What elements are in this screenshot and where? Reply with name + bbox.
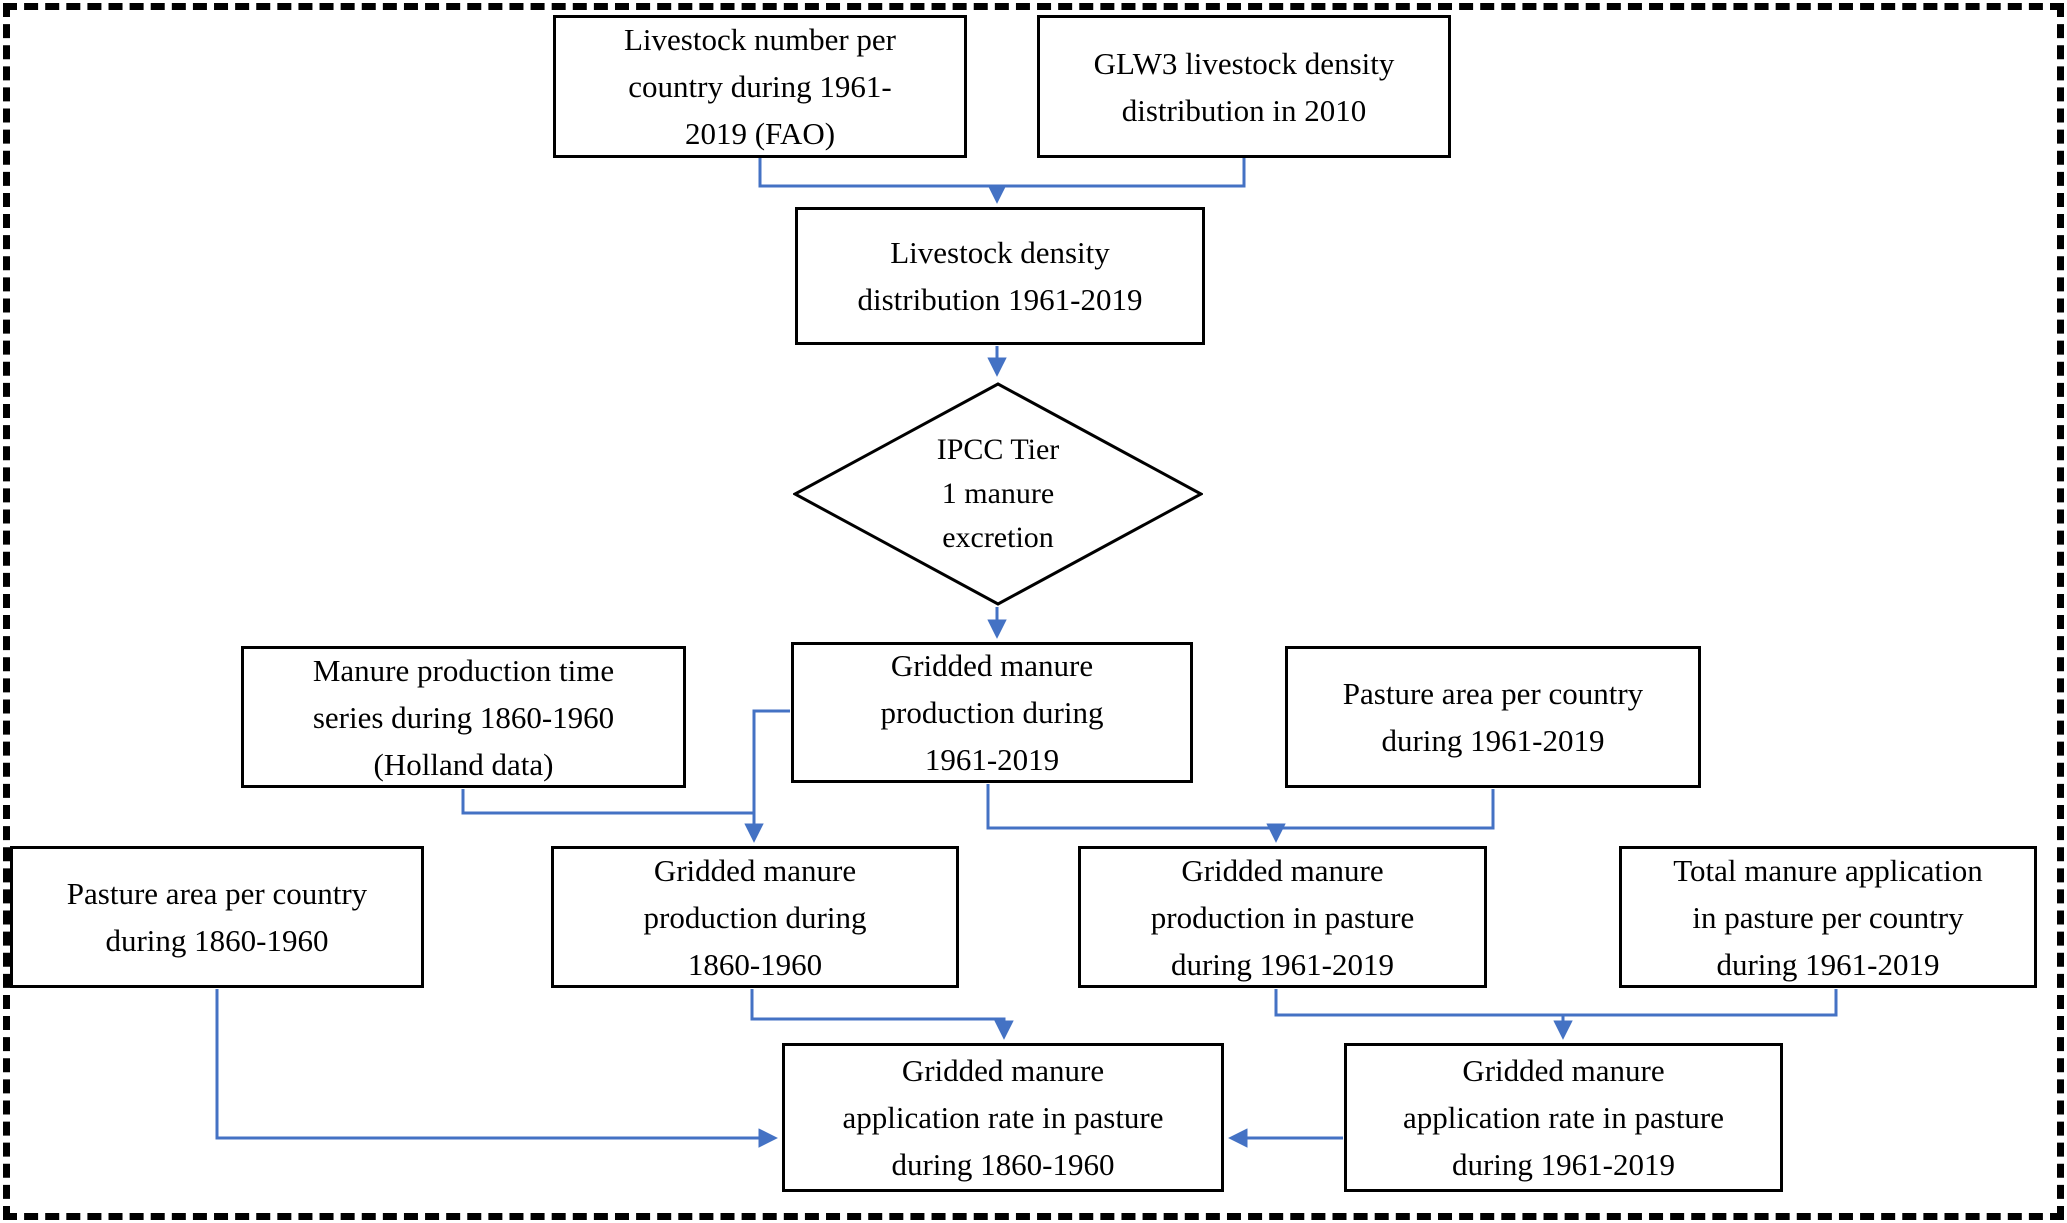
connector-prod1961-pasture1961-merge (986, 784, 1495, 830)
node-line: Gridded manure (1462, 1053, 1665, 1088)
node-line: production during (880, 695, 1104, 730)
node-line: Gridded manure (890, 648, 1094, 683)
node-gridded-production-1860-1960: Gridded manure production during 1860-19… (551, 846, 959, 988)
node-line: Livestock number per (623, 22, 897, 57)
node-line: GLW3 livestock density (1093, 45, 1395, 81)
connector-prodpasture-totalapp-merge (1274, 989, 1838, 1017)
node-line: in pasture per country (1692, 899, 1964, 935)
node-line: distribution 1961-2019 (857, 282, 1143, 317)
node-line: 2019 (FAO) (684, 116, 836, 151)
node-livestock-number-fao: Livestock number per country during 1961… (553, 15, 967, 158)
node-gridded-production-1961-2019: Gridded manure production during 1961-20… (791, 642, 1193, 783)
node-line: during 1860-1960 (891, 1147, 1115, 1182)
node-line: application rate in pasture (1402, 1100, 1725, 1135)
node-line: IPCC Tier (936, 433, 1060, 466)
node-livestock-density-distribution: Livestock density distribution 1961-2019 (795, 207, 1205, 345)
node-glw3-density: GLW3 livestock density distribution in 2… (1037, 15, 1451, 158)
node-application-rate-1961-2019: Gridded manure application rate in pastu… (1344, 1043, 1783, 1192)
node-ipcc-tier1-decision: IPCC Tier 1 manure excretion (791, 382, 1205, 606)
node-line: country during 1961- (628, 69, 892, 104)
node-line: series during 1860-1960 (312, 699, 615, 735)
node-gridded-production-in-pasture-1961-2019: Gridded manure production in pasture dur… (1078, 846, 1487, 988)
node-pasture-area-1961-2019: Pasture area per country during 1961-201… (1285, 646, 1701, 788)
node-line: production in pasture (1150, 899, 1415, 935)
node-line: Gridded manure (1181, 852, 1384, 888)
node-line: Livestock density (890, 235, 1110, 270)
node-line: during 1961-2019 (1381, 723, 1605, 758)
arrow-pasture1860-to-apprate1860 (215, 989, 778, 1148)
node-line: Pasture area per country (1342, 676, 1644, 711)
node-line: 1961-2019 (924, 742, 1060, 777)
node-line: application rate in pasture (842, 1100, 1164, 1135)
node-line: excretion (942, 521, 1054, 554)
node-line: production during (643, 899, 867, 935)
node-line: (Holland data) (373, 746, 554, 782)
node-line: Gridded manure (901, 1053, 1105, 1088)
node-total-manure-application: Total manure application in pasture per … (1619, 846, 2037, 988)
node-pasture-area-1860-1960: Pasture area per country during 1860-196… (10, 846, 424, 988)
node-line: during 1961-2019 (1170, 946, 1394, 982)
node-line: Pasture area per country (66, 876, 368, 911)
node-line: distribution in 2010 (1121, 92, 1367, 128)
connector-holland-to-junction (461, 789, 754, 815)
node-line: 1860-1960 (687, 946, 823, 982)
node-line: Manure production time (312, 652, 615, 688)
node-application-rate-1860-1960: Gridded manure application rate in pastu… (782, 1043, 1224, 1192)
node-manure-time-series-holland: Manure production time series during 186… (241, 646, 686, 788)
connector-fao-glw3-merge (758, 158, 1246, 188)
node-line: during 1961-2019 (1716, 946, 1940, 982)
node-line: Gridded manure (653, 852, 857, 888)
arrow-prod1860-to-apprate1860 (750, 989, 1014, 1040)
node-line: during 1961-2019 (1451, 1147, 1675, 1182)
node-line: 1 manure (941, 477, 1055, 510)
diamond-outline (791, 382, 1205, 606)
node-line: during 1860-1960 (105, 923, 329, 958)
arrow-prod1961-to-prod1860 (744, 709, 790, 843)
node-line: Total manure application (1673, 852, 1983, 888)
diamond-shape (791, 382, 1205, 606)
